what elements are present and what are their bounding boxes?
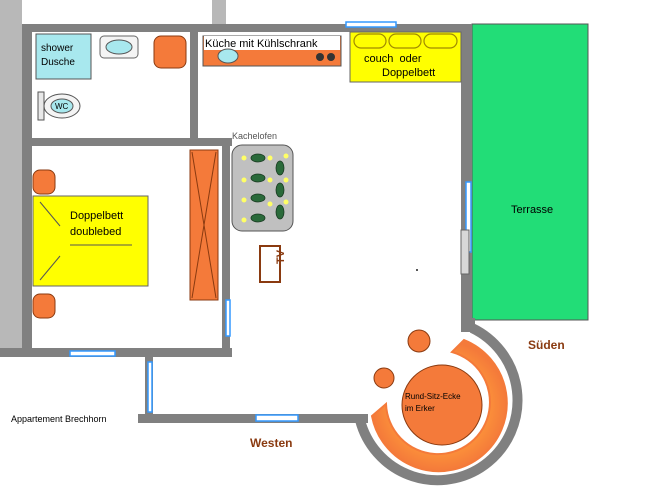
stove-burner-1 (316, 53, 324, 61)
couch-cushions (353, 33, 458, 49)
bed-label-2: doublebed (70, 226, 121, 238)
bay-table (401, 364, 483, 446)
apartment-label: Appartement Brechhorn (11, 414, 107, 424)
west-label: Westen (250, 436, 292, 450)
kitchen-sink (217, 48, 239, 64)
tv (259, 245, 281, 283)
couch-label-2: Doppelbett (382, 67, 435, 79)
sink-basin (105, 39, 133, 55)
shower-label-2: Dusche (41, 57, 75, 68)
nightstand-2 (32, 293, 56, 319)
bed-line-1 (39, 201, 61, 227)
wardrobe-cross-2 (191, 151, 217, 299)
bay-seat (370, 338, 508, 473)
stool-1 (407, 329, 431, 353)
wc-label: WC (55, 102, 69, 111)
stove-burner-2 (327, 53, 335, 61)
bed-line-2 (39, 255, 61, 281)
windows (69, 21, 472, 422)
neighbour-building-top (212, 0, 226, 26)
tv-label: TV (275, 249, 287, 264)
south-label: Süden (528, 338, 565, 352)
bathroom-stool (153, 35, 187, 69)
wc-tank (37, 91, 45, 121)
speck (416, 269, 418, 271)
stove-tiles (250, 153, 285, 223)
terrace-door[interactable] (460, 229, 470, 275)
bay-label-1: Rund-Sitz-Ecke (405, 392, 461, 401)
shower-label-1: shower (41, 43, 74, 54)
couch (349, 31, 462, 83)
wc-seat (50, 98, 74, 114)
stove-sparkles (241, 153, 289, 223)
bay-label-2: im Erker (405, 404, 435, 413)
stool-2 (373, 367, 395, 389)
terrace (471, 23, 589, 321)
couch-label-1: couch oder (364, 53, 422, 65)
bed-label-1: Doppelbett (70, 210, 123, 222)
wardrobe (189, 149, 219, 301)
bay-wall (355, 323, 523, 486)
terrace-label: Terrasse (511, 204, 553, 216)
neighbour-building (0, 0, 22, 350)
kitchen-label-box (204, 36, 340, 50)
kitchen-label: Küche mit Kühlschrank (205, 38, 318, 50)
shower (35, 33, 92, 80)
stove-label: Kachelofen (232, 131, 277, 141)
nightstand-1 (32, 169, 56, 195)
double-bed (32, 195, 149, 287)
